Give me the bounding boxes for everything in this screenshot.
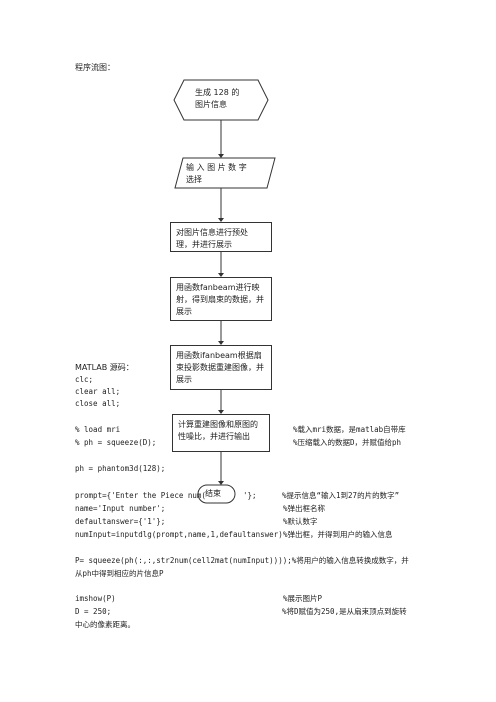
code-line: clear all; [75, 387, 121, 396]
process-box-preprocess: 对图片信息进行预处 理，并进行展示 [170, 222, 272, 252]
code-line: clc; [75, 375, 94, 384]
process-box-line: 理，并进行展示 [176, 240, 232, 249]
process-box-line: 对图片信息进行预处 [176, 228, 248, 237]
flowchart-heading: 程序流图： [75, 63, 115, 72]
input-parallelogram [174, 157, 276, 189]
code-comment: %弹出框，并得到用户的输入信息 [283, 530, 393, 539]
process-box-line: 展示 [176, 375, 192, 384]
arrow-head [218, 481, 224, 485]
process-box-line: 束投影数据重建图像，并 [176, 363, 264, 372]
code-line: D = 250; [75, 607, 112, 616]
code-line: close all; [75, 399, 121, 408]
source-label: MATLAB 源码： [75, 363, 134, 372]
code-line: prompt={'Enter the Piece num( [75, 491, 206, 500]
process-box-fanbeam: 用函数fanbeam进行映 射，得到扇束的数据，并 展示 [170, 277, 272, 321]
process-box-line: 计算重建图像和原图的 [178, 420, 258, 429]
code-comment: %将D赋值为250,是从扇束顶点到旋转 [282, 607, 407, 616]
process-box-line: 射，得到扇束的数据，并 [176, 295, 264, 304]
arrow-head [218, 154, 224, 158]
code-line: 中心的像素距离。 [75, 620, 135, 629]
code-line: imshow(P) [75, 594, 116, 603]
input-label-line: 选择 [186, 175, 202, 184]
arrow-head [218, 218, 224, 222]
end-terminator [197, 484, 236, 504]
code-line: numInput=inputdlg(prompt,name,1,defaulta… [75, 530, 283, 539]
process-box-snr: 计算重建图像和原图的 性噪比，并进行输出 [172, 414, 270, 452]
code-line: % load mri [75, 425, 121, 434]
process-box-ifanbeam: 用函数ifanbeam根据扇 束投影数据重建图像，并 展示 [170, 345, 272, 390]
code-comment: %展示图片P [283, 594, 323, 603]
code-comment: %载入mri数据，是matlab自带库 [293, 425, 406, 434]
code-comment: %弹出框名称 [283, 504, 326, 513]
end-label: 结束 [205, 489, 221, 498]
process-box-line: 用函数ifanbeam根据扇 [176, 351, 262, 360]
process-box-line: 性噪比，并进行输出 [178, 432, 250, 441]
start-label-line: 图片信息 [195, 100, 227, 109]
input-label: 输 入 图 片 数 字 选择 [186, 162, 247, 186]
code-line: % ph = squeeze(D); [75, 438, 157, 447]
input-label-line: 输 入 图 片 数 字 [186, 163, 247, 172]
process-box-line: 展示 [176, 307, 192, 316]
arrow-head [218, 341, 224, 345]
code-line: P= squeeze(ph(:,:,str2num(cell2mat(numIn… [75, 556, 409, 565]
start-hexagon [173, 79, 269, 121]
code-comment: %提示信息“输入1到27的片的数字” [282, 491, 400, 500]
start-label: 生成 128 的 图片信息 [195, 87, 239, 111]
code-line: name='Input number'; [75, 504, 166, 513]
process-box-line: 用函数fanbeam进行映 [176, 283, 260, 292]
code-line: defaultanswer={'1'}; [75, 517, 166, 526]
code-comment: %默认数字 [283, 517, 318, 526]
start-label-line: 生成 128 的 [195, 88, 240, 97]
code-line: 从ph中得到相应的片信息P [75, 569, 164, 578]
code-line: '}; [243, 491, 257, 500]
arrow-head [218, 273, 224, 277]
arrow-head [218, 410, 224, 414]
code-comment: %压缩载入的数据D，并赋值给ph [293, 438, 402, 447]
code-line: ph = phantom3d(128); [75, 464, 166, 473]
